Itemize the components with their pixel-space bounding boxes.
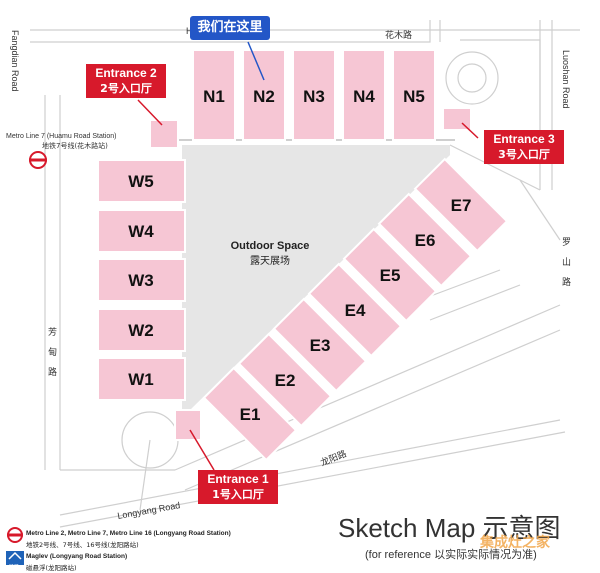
hall-n1-label: N1 [203, 87, 225, 106]
metro-top-label: Metro Line 7 (Huamu Road Station) [6, 133, 117, 140]
legend-metro-icon [7, 527, 23, 543]
outdoor-space-cn: 露天展场 [250, 256, 290, 267]
hall-n5-label: N5 [403, 87, 425, 106]
luoshan-road-label: Luoshan Road [561, 50, 571, 109]
entrance-2-en: Entrance 2 [95, 66, 157, 80]
fangdian-cn-2: 甸 [48, 346, 57, 358]
legend-smt-badge: SMT [9, 563, 19, 568]
corner-plaza-inner [457, 63, 487, 93]
luoshan-cn-2: 山 [562, 257, 571, 268]
hall-e2-label: E2 [275, 371, 296, 390]
hall-e4-label: E4 [345, 301, 366, 320]
hall-w1-label: W1 [128, 370, 154, 389]
east-halls: E1 E2 E3 E4 E5 E6 E7 [202, 157, 509, 462]
hall-e3: E3 [272, 297, 368, 393]
entrance-3-callout: Entrance 3 3号入口厅 [484, 130, 564, 164]
hall-n4-label: N4 [353, 87, 375, 106]
longyang-cn-label: 龙阳路 [319, 448, 349, 469]
hall-w3 [97, 258, 186, 302]
fangdian-road-label: Fangdian Road [10, 30, 20, 92]
metro-top-label-cn: 地铁7号线(花木路站) [42, 141, 108, 150]
hall-n3-label: N3 [303, 87, 325, 106]
outdoor-space-en: Outdoor Space [230, 240, 310, 252]
legend-maglev-cn: 磁悬浮(龙阳路站) [26, 564, 77, 572]
hall-e1: E1 [202, 366, 298, 462]
entrance-1-cn: 1号入口厅 [212, 488, 264, 501]
top-road-label-cn: 花木路 [385, 29, 412, 41]
map-subtitle: (for reference 以实际实际情况为准) [365, 549, 537, 561]
hall-w3-label: W3 [128, 271, 154, 290]
hall-e4: E4 [307, 262, 403, 358]
callout-pointers [137, 99, 479, 471]
hall-e7: E7 [413, 157, 509, 253]
hall-n1 [192, 49, 236, 141]
hall-n5 [392, 49, 436, 141]
hall-w2 [97, 308, 186, 352]
watermark: 集成灶之家 [480, 535, 550, 551]
outdoor-space-label: Outdoor Space 露天展场 [210, 240, 330, 267]
fangdian-cn-1: 芳 [48, 326, 57, 338]
hall-w5 [97, 159, 186, 203]
hall-e7-label: E7 [451, 196, 472, 215]
entrance-2-cn: 2号入口厅 [100, 82, 152, 95]
hall-n3 [292, 49, 336, 141]
hall-e6: E6 [377, 192, 473, 288]
hall-e2: E2 [237, 332, 333, 428]
hall-e1-label: E1 [240, 405, 261, 424]
entrance-2-callout: Entrance 2 2号入口厅 [86, 64, 166, 98]
legend-metro-en: Metro Line 2, Metro Line 7, Metro Line 1… [26, 530, 231, 537]
hall-n2-label: N2 [253, 87, 275, 106]
hall-n2 [242, 49, 286, 141]
entrance-2-building [149, 119, 179, 149]
you-are-here-marker: 我们在这里 [190, 16, 270, 40]
legend-maglev-icon [6, 551, 24, 565]
west-halls: W5 W4 W3 W2 W1 [97, 159, 186, 401]
luoshan-cn-1: 罗 [562, 237, 571, 248]
longyang-road-label: Longyang Road [117, 500, 181, 521]
legend-metro-cn: 地铁2号线、7号线、16号线(龙阳路站) [26, 541, 139, 549]
hall-w4-label: W4 [128, 222, 154, 241]
hall-w1 [97, 357, 186, 401]
entrance-3-en: Entrance 3 [493, 132, 555, 146]
corner-plaza [445, 51, 499, 105]
you-are-here-pointer [247, 41, 265, 81]
entrance-1-callout: Entrance 1 1号入口厅 [198, 470, 278, 504]
metro-top-icon [29, 151, 47, 169]
entrance-1-building [174, 409, 202, 441]
road-outlines [30, 20, 580, 528]
north-halls: N1 N2 N3 N4 N5 [192, 49, 436, 141]
hall-w4 [97, 209, 186, 253]
luoshan-cn-3: 路 [562, 276, 571, 288]
hall-e5-label: E5 [380, 266, 401, 285]
entrance-1-en: Entrance 1 [207, 472, 269, 486]
map-title: Sketch Map 示意图 [338, 513, 561, 543]
outdoor-space-area [182, 145, 450, 410]
legend-maglev-en: Maglev (Longyang Road Station) [26, 553, 128, 560]
fangdian-cn-3: 路 [48, 366, 57, 378]
hall-w5-label: W5 [128, 172, 154, 191]
hall-e5: E5 [342, 227, 438, 323]
hall-e3-label: E3 [310, 336, 331, 355]
entrance-3-cn: 3号入口厅 [498, 148, 550, 161]
hall-n4 [342, 49, 386, 141]
hall-w2-label: W2 [128, 321, 154, 340]
hall-e6-label: E6 [415, 231, 436, 250]
